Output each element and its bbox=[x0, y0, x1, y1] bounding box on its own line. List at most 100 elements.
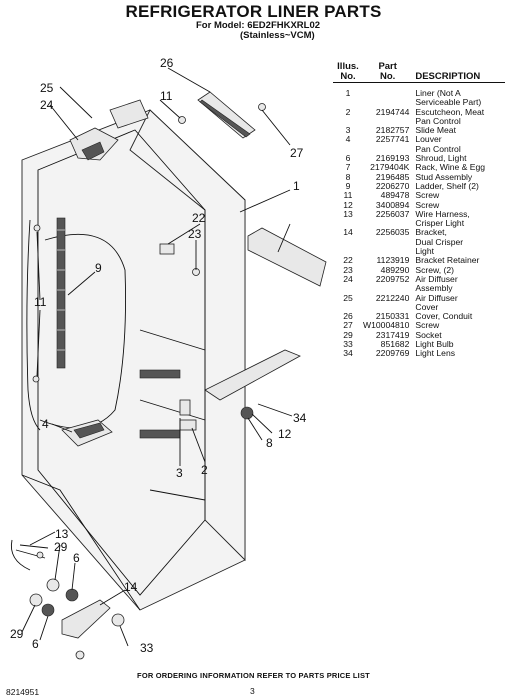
illus-number: 23 bbox=[343, 264, 353, 275]
part-description: Screw bbox=[412, 190, 505, 201]
part-number: 2256037 bbox=[375, 208, 410, 219]
part-number: 851682 bbox=[380, 339, 410, 350]
callout-8: 8 bbox=[266, 436, 273, 450]
air-diffuser-assembly bbox=[69, 99, 149, 161]
header-description: DESCRIPTION bbox=[412, 62, 505, 83]
part-description: Rack, Wine & Egg bbox=[412, 163, 505, 173]
description-line: Serviceable Part) bbox=[415, 97, 482, 108]
description-line: Cover, Conduit bbox=[415, 311, 473, 322]
illus-number: 33 bbox=[343, 339, 353, 350]
callout-29-bottom: 29 bbox=[10, 627, 24, 641]
description-line: Slide Meat bbox=[415, 125, 456, 136]
callout-4: 4 bbox=[42, 417, 49, 431]
illus-number: 6 bbox=[345, 153, 351, 164]
part-description: Screw, (2) bbox=[412, 265, 505, 275]
callout-9: 9 bbox=[95, 261, 102, 275]
description-line: Bracket, bbox=[415, 227, 447, 238]
description-line: Light bbox=[415, 246, 434, 257]
part-description: Shroud, Light bbox=[412, 153, 505, 163]
part-number: 2257741 bbox=[375, 134, 410, 145]
illus-number: 3 bbox=[345, 125, 351, 136]
description-line: Crisper Light bbox=[415, 218, 465, 229]
part-number: 489478 bbox=[380, 190, 410, 201]
small-hardware bbox=[32, 103, 266, 420]
document-number: 8214951 bbox=[6, 687, 40, 697]
part-number: 2317419 bbox=[375, 329, 410, 340]
illus-number: 2 bbox=[345, 106, 351, 117]
illus-number: 7 bbox=[345, 162, 351, 173]
callout-26: 26 bbox=[160, 56, 174, 70]
illus-number: 9 bbox=[345, 180, 351, 191]
illus-number: 29 bbox=[343, 329, 353, 340]
parts-table-header: Illus. No. Part No. DESCRIPTION bbox=[333, 62, 505, 83]
part-number: 2206270 bbox=[375, 180, 410, 191]
page-number: 3 bbox=[250, 686, 255, 696]
part-description: Slide Meat bbox=[412, 125, 505, 136]
part-description: Stud Assembly bbox=[412, 172, 505, 182]
shelf-ladder bbox=[56, 217, 66, 369]
description-line: Screw bbox=[415, 190, 440, 201]
callout-22: 22 bbox=[192, 211, 206, 225]
part-number: 2196485 bbox=[375, 171, 410, 182]
callout-6-bottom: 6 bbox=[32, 637, 39, 651]
illus-number: 25 bbox=[343, 292, 353, 303]
illus-number: 14 bbox=[343, 227, 353, 238]
part-number bbox=[363, 83, 412, 108]
callout-29-top: 29 bbox=[54, 540, 68, 554]
description-line: Wire Harness, bbox=[415, 208, 470, 219]
callout-2: 2 bbox=[201, 463, 208, 477]
part-number: 3400894 bbox=[375, 199, 410, 210]
table-row: 33 851682 Light Bulb bbox=[333, 339, 505, 350]
callouts: 26 25 11 24 27 1 22 23 9 11 4 34 12 8 2 … bbox=[10, 56, 307, 655]
conduit-cover bbox=[197, 91, 256, 139]
part-description: Cover, Conduit bbox=[412, 311, 505, 322]
description-line: Light Bulb bbox=[415, 339, 454, 350]
page-title: REFRIGERATOR LINER PARTS bbox=[125, 2, 382, 21]
callout-13: 13 bbox=[55, 527, 69, 541]
callout-27: 27 bbox=[290, 146, 304, 160]
part-number: 2179404K bbox=[370, 162, 410, 173]
illus-number: 1 bbox=[345, 88, 351, 98]
part-description: Light Bulb bbox=[412, 339, 505, 350]
callout-3: 3 bbox=[176, 466, 183, 480]
description-line: Screw bbox=[415, 199, 440, 210]
part-number: 1123919 bbox=[376, 255, 410, 266]
part-number: 2209769 bbox=[375, 348, 410, 359]
description-line: Liner (Not A bbox=[415, 88, 461, 98]
illus-number: 4 bbox=[345, 134, 351, 145]
louver bbox=[61, 419, 113, 447]
part-number: 2169193 bbox=[375, 153, 410, 164]
header-illus: Illus. No. bbox=[333, 62, 363, 83]
model-subtitle: For Model: 6ED2FHKXRL02 (Stainless~VCM) bbox=[196, 21, 320, 41]
callout-1: 1 bbox=[293, 179, 300, 193]
light-components bbox=[10, 539, 125, 660]
part-number: 2256035 bbox=[375, 227, 410, 238]
description-line: Light Lens bbox=[415, 348, 456, 359]
description-line: Pan Control bbox=[415, 143, 461, 154]
part-number: 2150331 bbox=[375, 311, 410, 322]
description-line: Air Diffuser bbox=[415, 273, 458, 284]
part-description: Screw bbox=[412, 199, 505, 210]
header-part: Part No. bbox=[363, 62, 413, 83]
part-number: 2209752 bbox=[375, 273, 410, 284]
